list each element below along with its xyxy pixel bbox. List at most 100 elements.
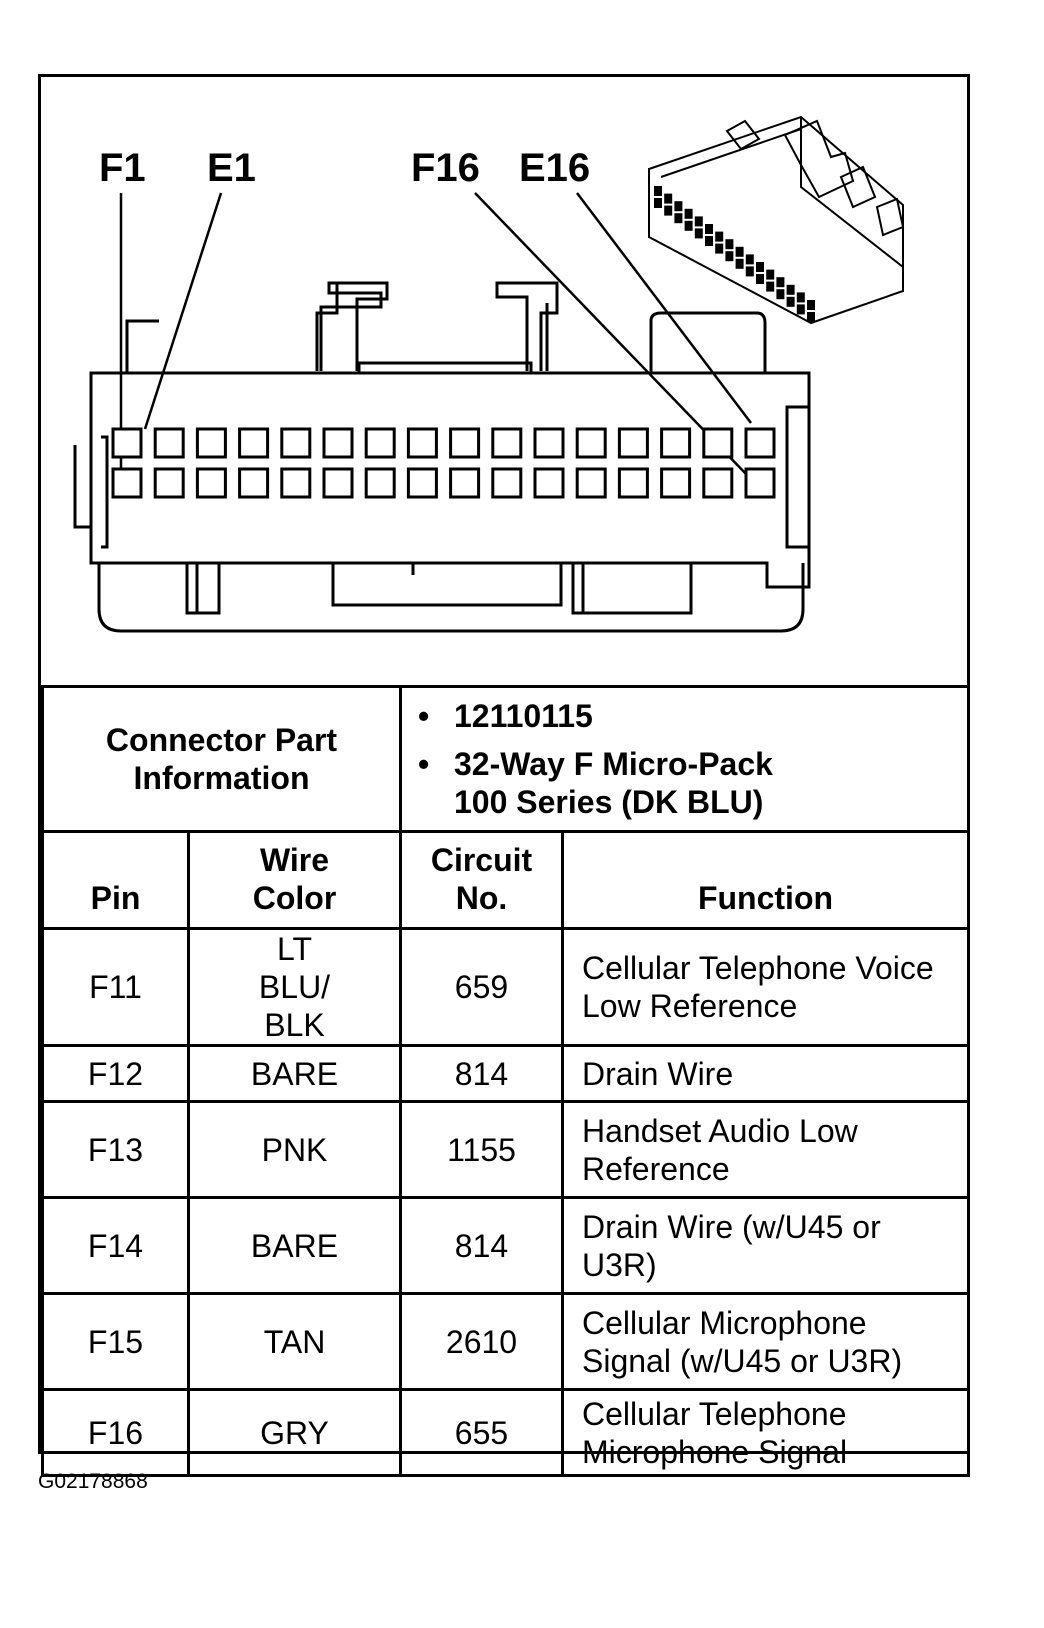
pin-cavity bbox=[575, 467, 607, 499]
iso-pin bbox=[694, 216, 703, 227]
iso-pin bbox=[786, 296, 795, 307]
connector-part-values: 12110115 32-Way F Micro-Pack 100 Series … bbox=[399, 685, 970, 833]
function-cell-text: Drain Wire (w/U45 or U3R) bbox=[582, 1208, 881, 1283]
pin-cavity bbox=[744, 467, 776, 499]
pin-cavity bbox=[153, 467, 185, 499]
pin-cavity bbox=[406, 427, 438, 459]
iso-pin bbox=[684, 208, 693, 219]
iso-pin bbox=[654, 186, 662, 196]
pin-cavity bbox=[449, 427, 481, 459]
callout-e1: E1 bbox=[207, 146, 256, 190]
table-row: F16 GRY 655 Cellular Telephone Microphone S… bbox=[41, 1388, 970, 1477]
pin-cavity bbox=[364, 467, 396, 499]
function-cell: Cellular Telephone Microphone Signal bbox=[561, 1388, 970, 1477]
function-cell: Cellular Telephone Voice Low Reference bbox=[561, 927, 970, 1047]
iso-pin bbox=[807, 300, 815, 310]
callout-f1: F1 bbox=[99, 146, 146, 190]
function-cell: Handset Audio Low Reference bbox=[561, 1100, 970, 1199]
pin-cavity bbox=[660, 467, 692, 499]
iso-pin bbox=[725, 251, 734, 262]
wire-color-cell-text: BARE bbox=[250, 1227, 339, 1264]
table-row: F14 BARE 814 Drain Wire (w/U45 or U3R) bbox=[41, 1196, 970, 1295]
pin-cell-text: F15 bbox=[87, 1323, 144, 1360]
wire-color-cell-text: GRY bbox=[260, 1414, 329, 1451]
function-cell-text: Cellular Microphone Signal (w/U45 or U3R… bbox=[582, 1304, 903, 1379]
pin-cell: F14 bbox=[41, 1196, 190, 1295]
wire-color-cell-text: TAN bbox=[263, 1323, 326, 1360]
pin-cell-text: F13 bbox=[87, 1131, 144, 1168]
circuit-cell: 659 bbox=[399, 927, 564, 1047]
circuit-cell-text: 814 bbox=[454, 1227, 509, 1264]
pin-cell-text: F11 bbox=[89, 969, 142, 1005]
connector-type: 32-Way F Micro-Pack 100 Series (DK BLU) bbox=[418, 745, 814, 821]
pin-cell-text: F16 bbox=[87, 1414, 144, 1451]
pin-cavity bbox=[280, 467, 312, 499]
connector-info-table: Connector Part Information 12110115 32-W… bbox=[41, 685, 970, 1477]
iso-pin bbox=[684, 220, 693, 231]
iso-pin bbox=[674, 213, 683, 224]
wire-color-cell: PNK bbox=[187, 1100, 402, 1199]
header-function: Function bbox=[561, 830, 970, 930]
circuit-cell: 655 bbox=[399, 1388, 564, 1477]
figure-code: G02178868 bbox=[38, 1470, 148, 1493]
pin-cavity bbox=[660, 427, 692, 459]
pin-cavity bbox=[617, 427, 649, 459]
function-cell-text: Cellular Telephone Microphone Signal bbox=[582, 1395, 848, 1470]
iso-pin bbox=[796, 292, 805, 303]
header-wire-color: Wire Color bbox=[187, 830, 402, 930]
callout-f16: F16 bbox=[411, 146, 480, 190]
connector-diagram: F1 E1 F16 E16 bbox=[41, 77, 967, 687]
pin-cavity bbox=[491, 427, 523, 459]
wire-color-cell-text: LT BLU/ BLK bbox=[258, 931, 331, 1043]
iso-pin bbox=[694, 228, 703, 239]
circuit-cell-text: 655 bbox=[454, 1414, 509, 1451]
function-cell: Drain Wire (w/U45 or U3R) bbox=[561, 1196, 970, 1295]
iso-pin bbox=[807, 312, 815, 322]
pin-cavity bbox=[322, 427, 354, 459]
iso-pin bbox=[664, 205, 673, 216]
iso-pin bbox=[745, 254, 754, 265]
iso-pin bbox=[725, 239, 734, 250]
function-cell: Cellular Microphone Signal (w/U45 or U3R… bbox=[561, 1292, 970, 1391]
pin-cell: F13 bbox=[41, 1100, 190, 1199]
leader-lines bbox=[119, 192, 752, 476]
function-cell-text: Handset Audio Low Reference bbox=[582, 1112, 858, 1187]
pin-cavity bbox=[111, 467, 143, 499]
pin-cavity bbox=[111, 427, 143, 459]
iso-pin bbox=[664, 193, 673, 204]
iso-pin bbox=[786, 284, 795, 295]
pin-cell: F11 bbox=[41, 927, 190, 1047]
iso-pin bbox=[735, 258, 744, 269]
iso-pin bbox=[766, 281, 775, 292]
pin-cavity bbox=[238, 427, 270, 459]
pin-grid bbox=[111, 427, 776, 499]
connector-isometric-sketch bbox=[648, 115, 905, 325]
pin-cavity bbox=[364, 427, 396, 459]
connector-part-row: Connector Part Information 12110115 32-W… bbox=[41, 685, 970, 833]
circuit-cell: 1155 bbox=[399, 1100, 564, 1199]
connector-part-heading: Connector Part Information bbox=[41, 685, 402, 833]
wire-color-cell: LT BLU/ BLK bbox=[187, 927, 402, 1047]
iso-pin bbox=[776, 289, 785, 300]
pin-cavity bbox=[744, 427, 776, 459]
iso-pin bbox=[715, 231, 724, 242]
wire-color-cell-text: PNK bbox=[261, 1131, 328, 1168]
pin-cavity bbox=[617, 467, 649, 499]
iso-pin bbox=[796, 304, 805, 315]
wire-color-cell-text: BARE bbox=[250, 1055, 339, 1092]
pin-cavity bbox=[702, 467, 734, 499]
circuit-cell-text: 659 bbox=[454, 969, 509, 1005]
circuit-cell-text: 1155 bbox=[447, 1131, 516, 1168]
pin-cavity bbox=[702, 427, 734, 459]
table-row: F13 PNK 1155 Handset Audio Low Reference bbox=[41, 1100, 970, 1199]
iso-pin bbox=[766, 269, 775, 280]
iso-pin bbox=[756, 274, 764, 284]
pin-table-body: F11 LT BLU/ BLK 659 Cellular Telephone Voic… bbox=[41, 927, 970, 1477]
pin-cavity bbox=[533, 427, 565, 459]
function-cell: Drain Wire bbox=[561, 1044, 970, 1103]
wire-color-cell: TAN bbox=[187, 1292, 402, 1391]
pin-cell: F16 bbox=[41, 1388, 190, 1477]
wire-color-cell: BARE bbox=[187, 1044, 402, 1103]
